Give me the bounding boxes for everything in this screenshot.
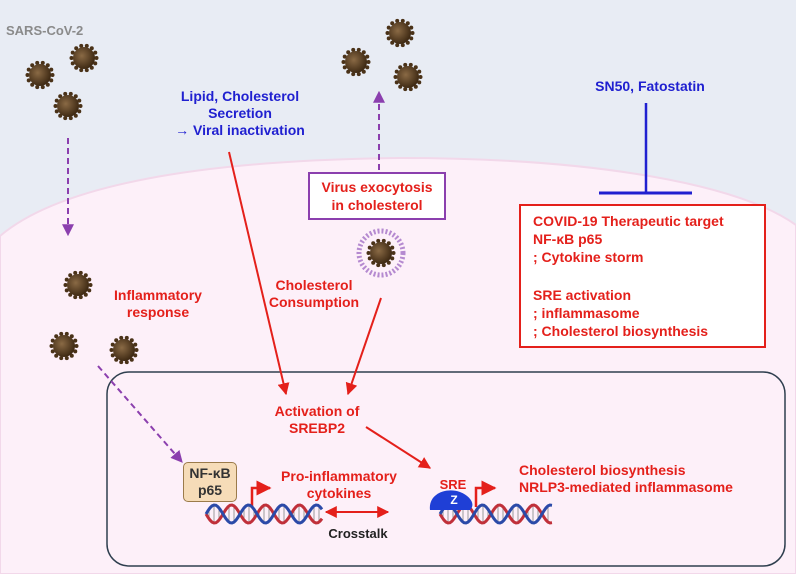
therapeutic-line-5: ; inflammasome [533,305,640,321]
inflammatory-response-label: Inflammatory response [102,287,214,321]
therapeutic-line-1: COVID-19 Therapeutic target [533,213,724,229]
srebp2-z-letter: Z [450,493,458,507]
lipid-line-3: → Viral inactivation [175,122,305,138]
activation-line-1: Activation of [274,403,360,419]
crosstalk-label: Crosstalk [328,526,388,541]
therapeutic-line-3: ; Cytokine storm [533,249,644,265]
outcome-line-1: Cholesterol biosynthesis [519,462,686,478]
exocytosis-line-1: Virus exocytosis [321,179,433,195]
virus-particles [25,18,423,365]
sre-transcription-arrow [474,480,497,507]
nfkb-transcription-arrow [250,480,272,507]
virus-particle [109,335,139,365]
cholesterol-consumption-label: Cholesterol Consumption [255,277,373,311]
srebp2-protein-shape [429,490,473,510]
vesicle-membrane [356,228,406,278]
inflammatory-line-2: response [126,304,190,320]
virus-particle [341,47,371,77]
exocytosis-box: Virus exocytosis in cholesterol [308,172,446,220]
virus-label: SARS-CoV-2 [6,23,84,38]
exocytosis-line-2: in cholesterol [331,197,423,213]
dna-helix-sre [438,503,553,525]
nfkb-p65-box: NF-κB p65 [183,462,237,502]
therapeutic-target-box: COVID-19 Therapeutic target NF-κB p65 ; … [519,204,766,348]
virus-particle [385,18,415,48]
dna-helix-nfkb [204,503,324,525]
inhibitor-label: SN50, Fatostatin [595,78,705,94]
proinflammatory-cytokines-label: Pro-inflammatory cytokines [268,468,410,502]
consumption-to-srebp2-arrow [345,297,382,396]
sre-label: SRE [439,477,467,492]
lipid-line-1: Lipid, Cholesterol [180,88,300,104]
virus-particle [69,43,99,73]
virus-particle [53,91,83,121]
srebp2-to-sre-arrow [365,426,432,469]
consumption-line-1: Cholesterol [275,277,353,293]
virus-particle [366,238,396,268]
virus-particle [63,270,93,300]
virus-particle [393,62,423,92]
nfkb-line-1: NF-κB [189,465,231,481]
lipid-to-srebp2-arrow [228,151,290,396]
srebp2-activation-label: Activation of SREBP2 [262,403,372,437]
inflammatory-line-1: Inflammatory [114,287,202,303]
therapeutic-line-6: ; Cholesterol biosynthesis [533,323,709,339]
outcome-line-2: NRLP3-mediated inflammasome [519,479,733,495]
proinflammatory-line-2: cytokines [306,485,372,501]
virus-particle [49,331,79,361]
activation-line-2: SREBP2 [288,420,346,436]
therapeutic-line-2: NF-κB p65 [533,231,603,247]
therapeutic-line-4: SRE activation [533,287,632,303]
virus-particle [25,60,55,90]
consumption-line-2: Consumption [268,294,360,310]
proinflammatory-line-1: Pro-inflammatory [281,468,397,484]
nfkb-activation-arrow [97,365,183,463]
lipid-line-2: Secretion [208,105,272,121]
outcome-label: Cholesterol biosynthesis NRLP3-mediated … [519,462,733,496]
lipid-secretion-label: Lipid, Cholesterol Secretion → Viral ina… [160,88,320,139]
nfkb-line-2: p65 [197,482,223,498]
